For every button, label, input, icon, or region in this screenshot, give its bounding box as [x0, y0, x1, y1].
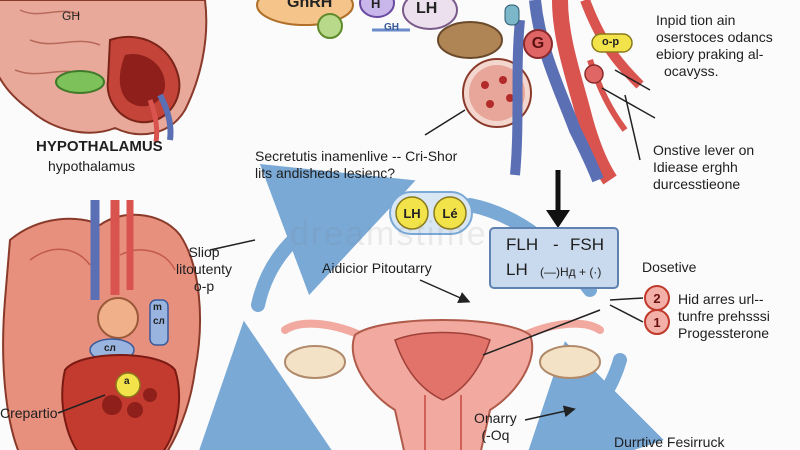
pill-lh-label: LH — [403, 205, 421, 221]
tag-cl-2: сл — [104, 343, 116, 354]
hypothalamus-subtitle: hypothalamus — [48, 158, 136, 174]
right-top-line: ebiory praking al- — [656, 46, 764, 62]
tag-cl-1: сл — [153, 316, 165, 327]
secretion-line: Secretutis inamenlive -- Cri-Shor — [255, 148, 458, 164]
flh-label: FLH — [506, 235, 539, 254]
stop-line: Sliop — [188, 244, 220, 260]
right-top-text: Inpid tion ain oserstoces odancs ebiory … — [656, 12, 773, 80]
badge-2: 2 — [653, 290, 661, 306]
badge-1: 1 — [653, 314, 661, 330]
pituitary-illustration — [2, 200, 256, 450]
brain-illustration — [0, 0, 208, 143]
blue-tag-label: GH — [384, 22, 399, 33]
tag-a: a — [124, 376, 130, 387]
right-mid-line: Idiease erghh — [653, 159, 738, 175]
pill-le-label: Lé — [442, 205, 458, 221]
pituitary-label: Aidicior Pitoutarry — [322, 260, 432, 276]
onarry-line: Onarry — [474, 410, 517, 426]
durtive-label: Durrtive Fesirruck — [614, 434, 725, 450]
h-mark-label: H — [371, 0, 381, 11]
stop-label: Sliop litoutenty o-p — [176, 244, 232, 295]
onarry-line: (-Oq — [481, 427, 510, 443]
flh-dash: - — [553, 235, 559, 254]
uterus-illustration — [281, 279, 644, 450]
lh-box-label: LH — [506, 260, 528, 279]
blood-vessels — [504, 0, 656, 185]
formula-label: (—)Hд + (·) — [540, 265, 602, 279]
right-mid-line: durcesstieone — [653, 176, 741, 192]
right-mid-text: Onstive lever on Idiease erghh durcessti… — [653, 142, 754, 193]
secretion-caption: Secretutis inamenlive -- Cri-Shor lits a… — [255, 148, 457, 182]
hypothalamus-title: HYPOTHALAMUS — [36, 138, 163, 155]
right-bottom-line: Hid arres url-- — [678, 291, 764, 307]
watermark: dreamstime — [290, 215, 488, 253]
stop-line: o-p — [193, 278, 215, 294]
gnrh-label: GnRH — [287, 0, 333, 11]
right-top-line: oserstoces odancs — [656, 29, 773, 45]
gh-small-label: GH — [62, 9, 80, 23]
secretion-line: lits andisheds lesienc? — [255, 165, 396, 181]
right-top-line: Inpid tion ain — [656, 12, 736, 28]
creparito-label: Crepartio — [0, 405, 58, 421]
lh-top-label: LH — [416, 0, 438, 17]
dosetive-label: Dosetive — [642, 259, 697, 275]
flh-fsh-box — [489, 227, 619, 289]
stop-line: litoutenty — [176, 261, 233, 277]
fsh-label: FSH — [570, 235, 604, 254]
p-tag-label: o-p — [602, 36, 620, 48]
hormone-bubbles-top — [256, 0, 532, 136]
tag-m: m — [153, 302, 162, 313]
right-bottom-line: Progessterone — [678, 325, 770, 341]
g-circle-label: G — [531, 35, 545, 52]
right-bottom-line: tunfre prehsssi — [678, 308, 770, 324]
right-top-line: ocavyss. — [664, 63, 719, 79]
right-bottom-text: Hid arres url-- tunfre prehsssi Progesst… — [678, 291, 770, 342]
right-mid-line: Onstive lever on — [653, 142, 755, 158]
onarry-label: Onarry (-Oq — [474, 410, 517, 444]
